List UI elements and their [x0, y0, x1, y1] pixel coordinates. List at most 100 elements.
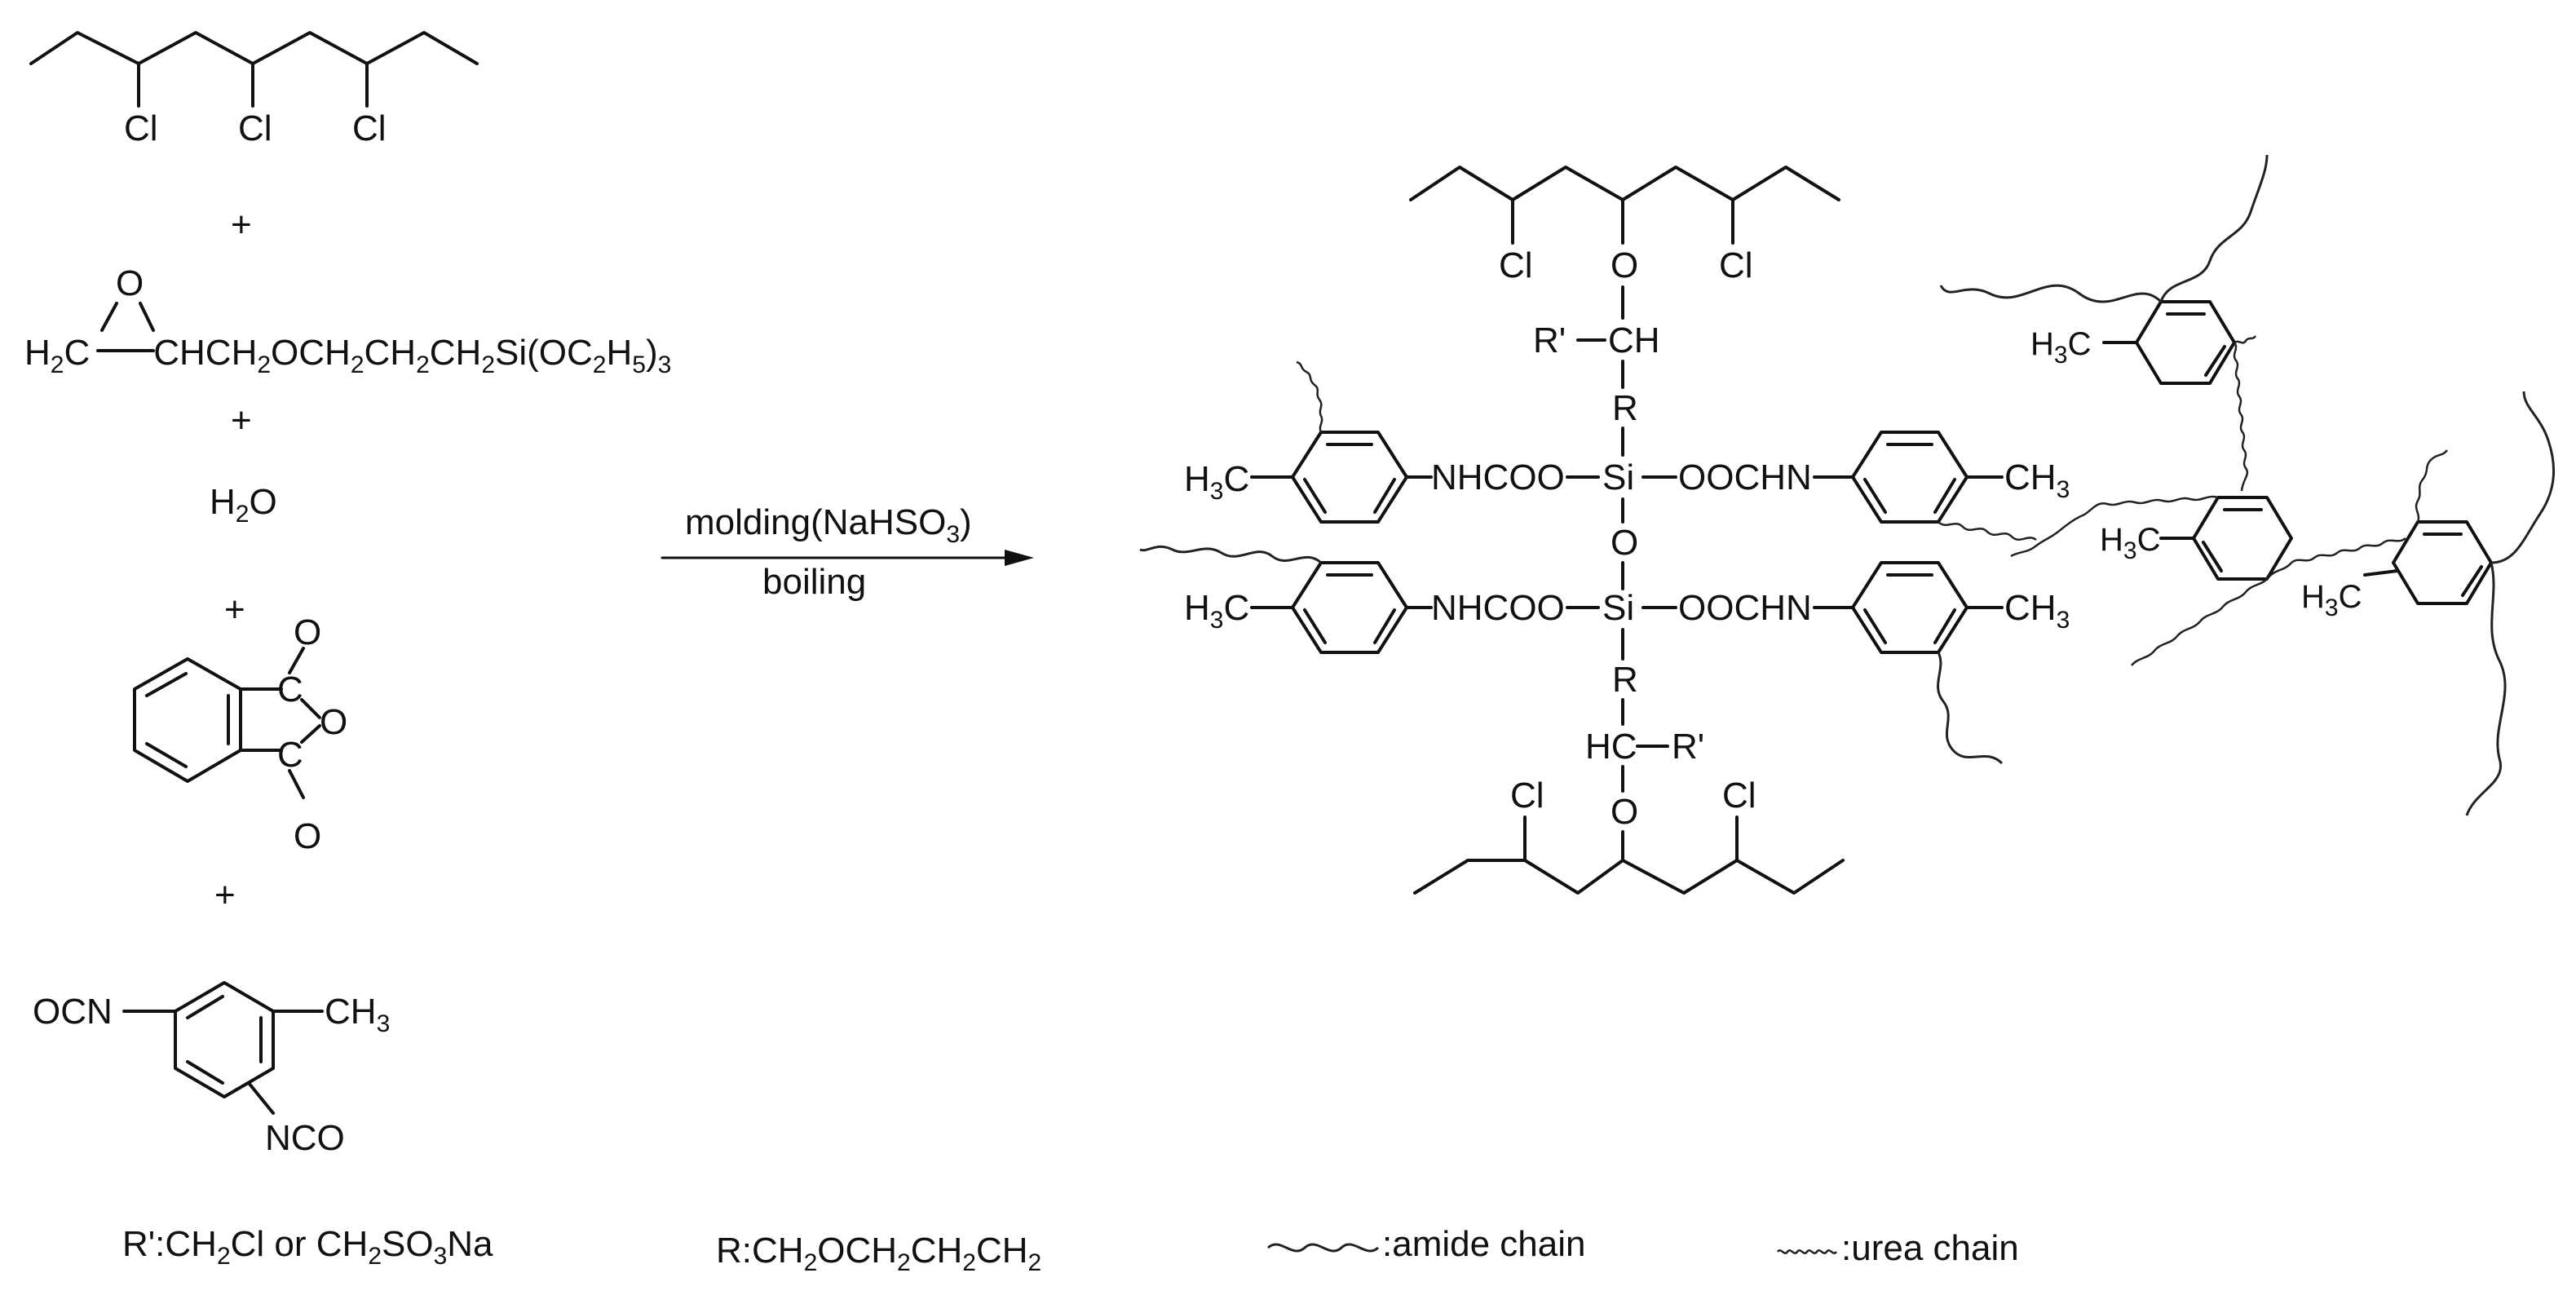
- network-amide-chain-1: [1939, 284, 2163, 303]
- lower-left-ring-double-3: [1373, 608, 1396, 644]
- upper-left-ring-double-2: [1303, 478, 1327, 514]
- product-bottom-hc: HC: [1585, 727, 1637, 767]
- arrow-head: [1005, 550, 1034, 566]
- product-top-r: R: [1612, 388, 1638, 428]
- pvc-cl-2: Cl: [238, 108, 272, 148]
- network-urea-chain-5: [2131, 562, 2292, 666]
- upper-ch3-label: CH3: [2004, 457, 2070, 503]
- amide-chain-lower-left: [1139, 545, 1323, 564]
- lower-oochn: OOCHN: [1678, 588, 1812, 628]
- network-urea-chain-4: [2291, 537, 2406, 564]
- product-top-r-prime: R': [1533, 320, 1566, 360]
- legend-amide-label: :amide chain: [1382, 1224, 1585, 1264]
- upper-nhcoo: NHCOO: [1431, 457, 1565, 497]
- product-top-ch: CH: [1608, 320, 1660, 360]
- epoxide-oxygen: O: [116, 263, 144, 303]
- product-bottom-cl-right: Cl: [1722, 776, 1756, 815]
- upper-oochn: OOCHN: [1678, 457, 1812, 497]
- product-bottom-oxygen: O: [1611, 792, 1638, 832]
- network-urea-chain-3: [2010, 495, 2219, 558]
- plus-sign-2: +: [231, 400, 252, 440]
- product-top-cl-left: Cl: [1499, 245, 1533, 285]
- lower-ch3-label: CH3: [2004, 588, 2070, 634]
- legend-urea-label: :urea chain: [1841, 1228, 2019, 1268]
- plus-sign-4: +: [214, 875, 236, 915]
- pvc-reactant: Cl Cl Cl: [29, 31, 479, 148]
- polymer-network: H3C H3C H3C: [1939, 154, 2556, 816]
- pa-oxygen-bottom: O: [294, 816, 321, 856]
- upper-h3c-label: H3C: [1184, 459, 1249, 505]
- network-urea-chain-6: [2415, 449, 2448, 523]
- network-amide-chain-2: [2159, 154, 2269, 303]
- pa-oxygen-ring: O: [320, 702, 347, 742]
- epoxide-bond-right: [139, 302, 155, 332]
- pvc-cl-3: Cl: [352, 108, 387, 148]
- network-h3c-3: H3C: [2301, 579, 2362, 621]
- product-top-cl-right: Cl: [1719, 245, 1753, 285]
- water-formula: H2O: [210, 482, 277, 528]
- product-structure: Cl O Cl R' CH R H3C NHCOO Si OOCHN CH3: [1139, 166, 2070, 895]
- pa-benzene-ring: [133, 657, 242, 783]
- tdi-ring-double-1: [186, 995, 224, 1019]
- plus-sign-3: +: [224, 590, 245, 630]
- legend: R':CH2Cl or CH2SO3Na R:CH2OCH2CH2CH2 :am…: [122, 1224, 2019, 1276]
- tdi-nco-label: NCO: [265, 1118, 345, 1158]
- network-ring-2-double-2: [2202, 541, 2223, 572]
- phthalic-anhydride-reactant: O C O C O: [133, 612, 347, 856]
- upper-right-ring-double-3: [1933, 478, 1956, 514]
- tdi-reactant: OCN CH3 NCO: [33, 981, 390, 1158]
- pa-bond-ring-o-bottom: [300, 724, 321, 744]
- lower-right-ring-double-3: [1933, 608, 1956, 644]
- lower-right-ring-double-2: [1863, 608, 1887, 644]
- network-ring-3-double-2: [2461, 565, 2483, 597]
- pa-ring-double-1: [145, 672, 188, 697]
- reaction-arrow: molding(NaHSO3) boiling: [661, 502, 1034, 602]
- amide-chain-lower-right: [1937, 652, 2004, 765]
- legend-r-prime-definition: R':CH2Cl or CH2SO3Na: [122, 1224, 493, 1270]
- pa-co-bottom-double: [288, 769, 305, 799]
- product-bottom-cl-left: Cl: [1510, 776, 1544, 815]
- tdi-ch3-label: CH3: [325, 992, 390, 1037]
- legend-amide-swatch: [1266, 1243, 1380, 1253]
- network-urea-chain-2: [2234, 335, 2257, 344]
- tdi-ocn-label: OCN: [33, 992, 113, 1032]
- bridge-oxygen: O: [1611, 523, 1638, 563]
- pa-co-top-double: [288, 647, 305, 674]
- lower-left-ring-double-2: [1303, 608, 1327, 644]
- lower-nhcoo: NHCOO: [1431, 588, 1565, 628]
- tdi-benzene-ring: [174, 981, 275, 1098]
- network-ring-1-double-2: [2204, 345, 2226, 377]
- network-amide-chain-4: [2465, 562, 2507, 816]
- epoxide-bond-left: [100, 302, 118, 332]
- pa-carbon-bottom: C: [277, 735, 303, 775]
- pvc-cl-1: Cl: [124, 108, 158, 148]
- lower-h3c-label: H3C: [1184, 588, 1249, 634]
- upper-left-ring-double-3: [1373, 478, 1396, 514]
- plus-sign-1: +: [231, 205, 252, 245]
- product-bottom-r: R: [1612, 660, 1638, 700]
- arrow-condition-top: molding(NaHSO3): [685, 502, 972, 548]
- product-top-backbone: [1409, 166, 1840, 201]
- tdi-ring-double-3: [186, 1060, 224, 1085]
- product-bottom-backbone: [1413, 859, 1845, 895]
- network-h3c-2: H3C: [2100, 522, 2160, 564]
- legend-urea-swatch: [1776, 1249, 1838, 1254]
- network-ring-3-bond-ch3: [2363, 569, 2399, 577]
- network-urea-chain-1: [2233, 342, 2249, 492]
- pvc-backbone: [29, 31, 479, 65]
- network-h3c-1: H3C: [2030, 326, 2091, 369]
- lower-si: Si: [1602, 588, 1634, 628]
- urea-chain-upper-right: [1938, 521, 2037, 541]
- legend-r-definition: R:CH2OCH2CH2CH2: [716, 1231, 1041, 1276]
- tdi-bond-nco: [247, 1081, 275, 1115]
- product-bottom-r-prime: R': [1672, 727, 1704, 767]
- pa-ring-double-3: [145, 742, 188, 768]
- upper-right-ring-double-2: [1863, 478, 1887, 514]
- urea-chain-upper-left: [1296, 360, 1323, 433]
- network-amide-chain-3: [2490, 391, 2556, 564]
- pa-carbon-top: C: [277, 670, 303, 709]
- pa-oxygen-top: O: [294, 612, 321, 652]
